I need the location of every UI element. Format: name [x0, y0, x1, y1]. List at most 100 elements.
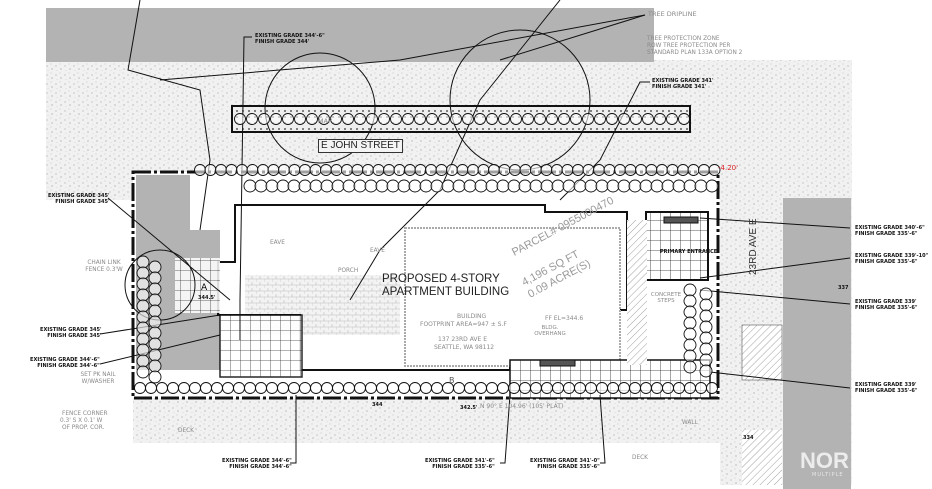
shrub — [362, 164, 374, 176]
spot-342-5: 342.5' — [460, 405, 478, 411]
shrub — [408, 179, 422, 193]
grade-callout: EXISTING GRADE 339'-10"FINISH GRADE 335'… — [855, 253, 928, 266]
shrub — [562, 179, 576, 193]
shrub — [288, 382, 300, 394]
grade-finish: FINISH GRADE 335'-6" — [432, 464, 495, 471]
shrub — [699, 309, 713, 323]
grade-existing: EXISTING GRADE 341'-0" — [530, 458, 600, 464]
street-name-label: E JOHN STREET — [318, 139, 403, 153]
shrub — [148, 271, 162, 285]
shrub — [683, 349, 697, 363]
building-footprint — [404, 227, 621, 367]
shrub — [452, 179, 466, 193]
shrub — [306, 113, 318, 125]
shrub — [299, 164, 311, 176]
avenue-name-label: 23RD AVE E — [748, 218, 759, 275]
shrub — [666, 164, 679, 176]
shrub — [136, 255, 150, 269]
shrub — [694, 179, 708, 193]
address-line-1: 137 23RD AVE E — [438, 336, 488, 343]
grade-finish: FINISH GRADE 335'-6" — [855, 259, 918, 266]
shrub — [563, 382, 575, 394]
shrub — [450, 113, 462, 125]
shrub — [485, 179, 499, 193]
shrub — [666, 113, 678, 125]
grade-finish: FINISH GRADE 335'-6" — [855, 305, 918, 312]
shrub — [390, 113, 402, 125]
shrub — [467, 164, 479, 176]
shrub — [425, 164, 437, 176]
eave-label: EAVE — [270, 240, 285, 246]
grid-deck-sw — [219, 314, 303, 378]
grade-existing: EXISTING GRADE 344'-6" — [30, 357, 100, 363]
shrub — [574, 382, 586, 394]
contour-344: 344 — [372, 402, 383, 408]
shrub — [254, 179, 268, 193]
shrub — [572, 164, 584, 176]
grade-callout: EXISTING GRADE 341'-0"FINISH GRADE 335'-… — [530, 458, 600, 471]
shrub — [376, 382, 388, 394]
shrub — [683, 338, 697, 352]
grade-finish: FINISH GRADE 344'-6" — [37, 363, 100, 370]
shrub — [414, 113, 426, 125]
shrub — [136, 321, 150, 335]
shrub — [243, 179, 257, 193]
grade-existing: EXISTING GRADE 345' — [40, 327, 102, 333]
building-title-2: APARTMENT BUILDING — [382, 286, 510, 298]
shrub — [136, 343, 150, 357]
hatch-avenue-south — [742, 430, 782, 485]
shrub — [596, 382, 608, 394]
shrub — [530, 164, 542, 176]
shrub — [706, 382, 718, 394]
shrub — [354, 113, 366, 125]
primary-entrance-label: PRIMARY ENTRANCE — [660, 249, 718, 255]
shrub — [375, 179, 389, 193]
shrub — [561, 164, 574, 176]
shrub — [156, 382, 168, 394]
grade-existing: EXISTING GRADE 344'-6" — [255, 33, 325, 39]
tree-dripline — [264, 52, 376, 164]
grade-callout: EXISTING GRADE 341'-6"FINISH GRADE 335'-… — [425, 458, 495, 471]
shrub — [624, 164, 637, 176]
shrub — [645, 164, 658, 176]
shrub — [364, 179, 378, 193]
shrub — [320, 179, 334, 193]
shrub — [582, 113, 594, 125]
shrub — [628, 179, 642, 193]
chain-link-fence-label: CHAIN LINK FENCE 0.3'W — [85, 260, 123, 273]
shrub — [136, 354, 150, 368]
shrub — [510, 113, 522, 125]
shrub — [582, 164, 595, 176]
shrub — [695, 382, 707, 394]
shrub — [683, 283, 697, 297]
shrub — [383, 164, 395, 176]
shrub — [683, 316, 697, 330]
shrub — [607, 382, 619, 394]
shrub — [684, 382, 696, 394]
shrub — [708, 164, 721, 176]
shrub — [330, 164, 343, 176]
grade-existing: EXISTING GRADE 341'-6" — [425, 458, 495, 464]
offset-note: -4.20' — [718, 164, 739, 172]
shrub — [498, 164, 511, 176]
grade-existing: EXISTING GRADE 340'-6" — [855, 225, 925, 231]
shrub — [618, 113, 630, 125]
shrub — [222, 382, 234, 394]
shrub — [136, 310, 150, 324]
shrub — [534, 113, 546, 125]
shrub — [204, 164, 217, 176]
shrub — [683, 327, 697, 341]
grade-callout: EXISTING GRADE 339'FINISH GRADE 335'-6" — [855, 382, 918, 395]
shrub — [541, 382, 553, 394]
shrub — [630, 113, 642, 125]
shrub — [509, 164, 521, 176]
shrub — [430, 179, 444, 193]
shrub — [651, 382, 663, 394]
shrub — [404, 164, 416, 176]
shrub — [330, 113, 342, 125]
shrub — [570, 113, 582, 125]
shrub — [584, 179, 598, 193]
shrub — [705, 179, 719, 193]
shrub — [378, 113, 390, 125]
shrub — [276, 179, 290, 193]
